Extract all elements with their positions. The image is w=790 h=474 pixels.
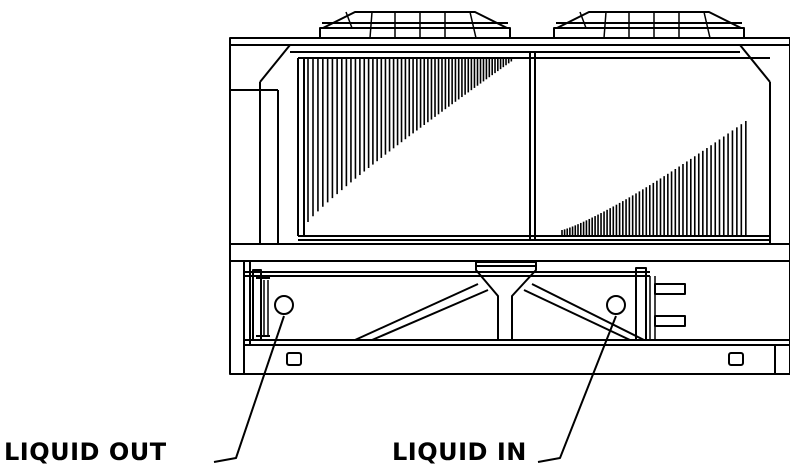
liquid-in-port [606,295,626,315]
cabinet-outline [229,37,790,375]
fan-guard-right [553,11,745,39]
mounting-slot-right [728,352,744,366]
liquid-in-leader [537,315,617,463]
liquid-out-port [274,295,294,315]
coil-panel-right [529,52,536,240]
central-support-frame [354,261,645,341]
liquid-in-label: LIQUID IN [392,438,527,466]
fan-guard-left [319,11,511,39]
coil-hatching-right [561,120,747,235]
right-manifold [635,267,686,341]
liquid-out-leader [213,315,285,463]
liquid-out-label: LIQUID OUT [4,438,167,466]
coil-hatching-left [307,59,513,222]
lower-compartment [243,261,790,374]
mounting-slot-left [286,352,302,366]
left-manifold [252,269,270,341]
